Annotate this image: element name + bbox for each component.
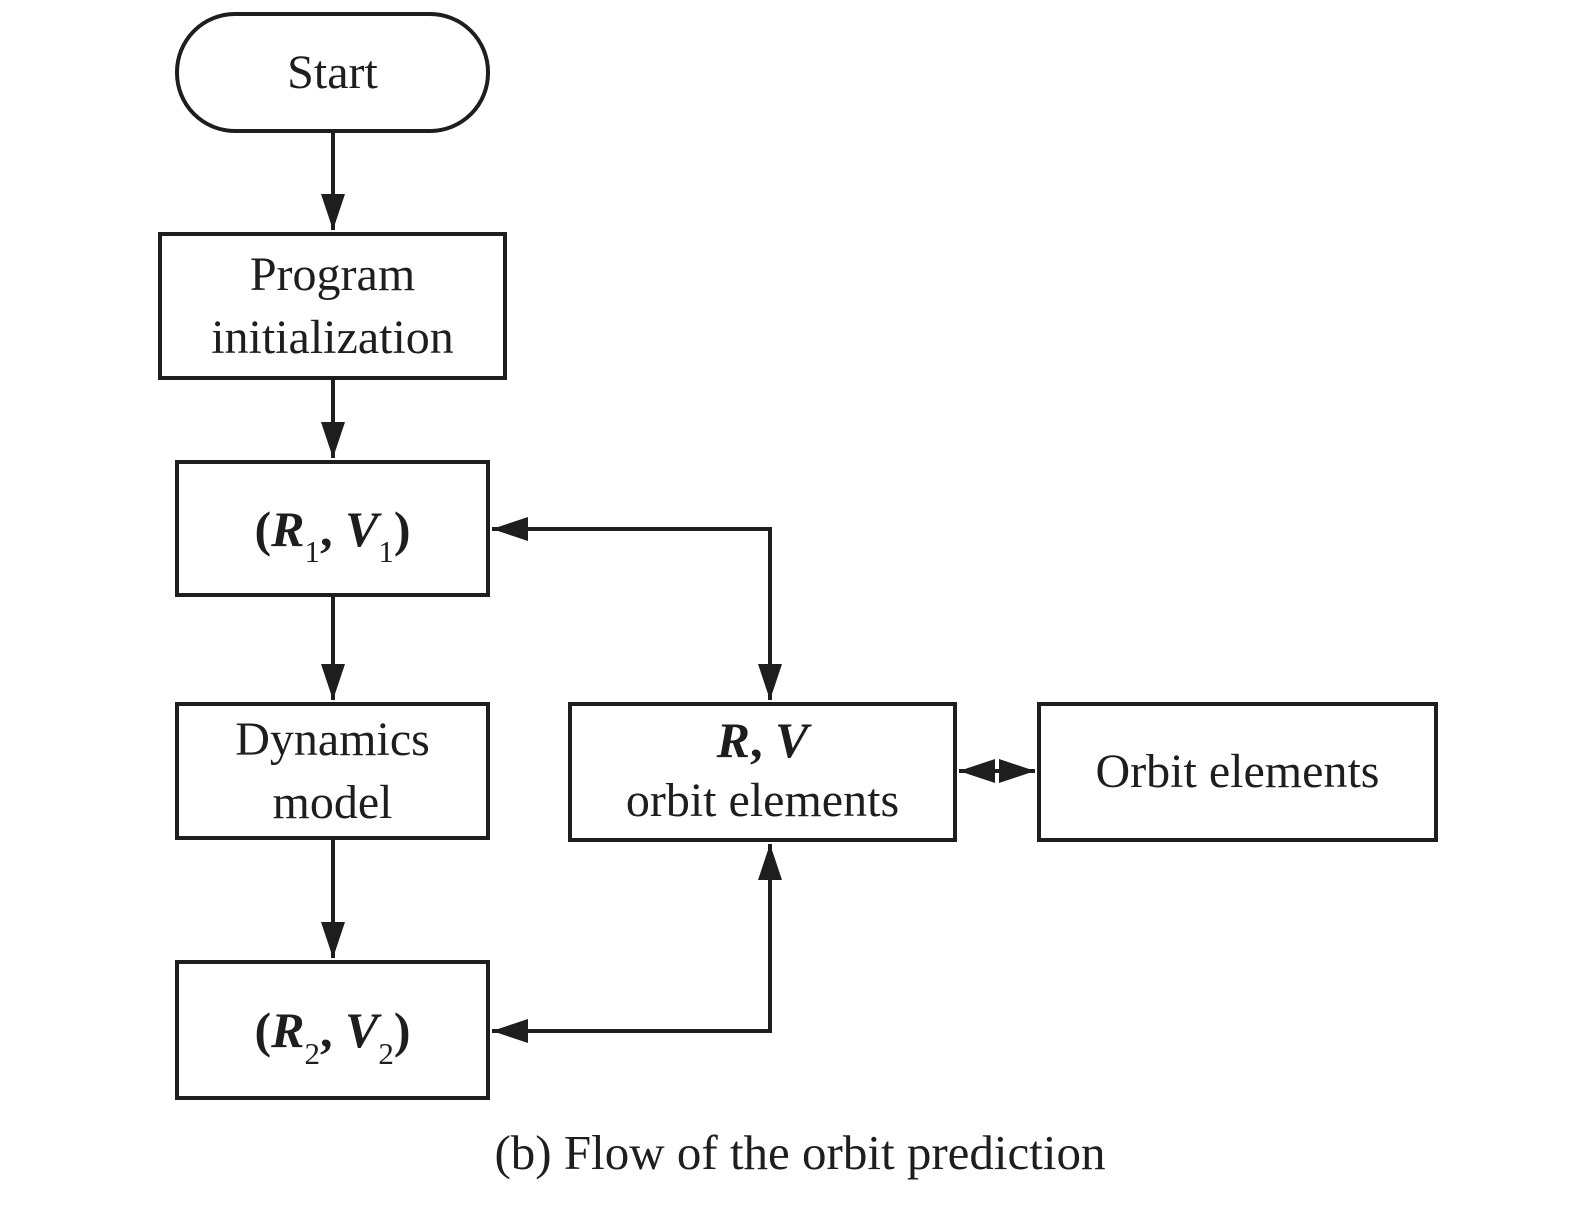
node-r2-v2: (R2, V2) [175, 960, 490, 1100]
connector-rv2-rvorbit-elbow [492, 844, 782, 1043]
r2-v2-label: (R2, V2) [254, 1002, 411, 1071]
connector-rv1-rvorbit-elbow [492, 517, 782, 700]
rv-orbit-line1: R, V [716, 712, 809, 769]
orbit-elements-label: Orbit elements [1095, 745, 1380, 799]
node-program-initialization: Program initialization [158, 232, 507, 380]
rv-orbit-line2: orbit elements [625, 774, 900, 828]
node-r1-v1: (R1, V1) [175, 460, 490, 597]
start-label: Start [287, 45, 378, 99]
r1-v1-label: (R1, V1) [254, 500, 411, 570]
node-dynamics-model: Dynamics model [175, 702, 490, 840]
dynamics-line1: Dynamics [235, 712, 430, 766]
node-start: Start [175, 12, 490, 133]
figure-caption: (b) Flow of the orbit prediction [494, 1125, 1106, 1180]
node-rv-orbit-elements: R, V orbit elements [568, 702, 957, 842]
program-init-line1: Program [249, 247, 416, 301]
program-init-line2: initialization [211, 311, 454, 364]
node-orbit-elements: Orbit elements [1037, 702, 1438, 842]
dynamics-line2: model [272, 776, 393, 829]
